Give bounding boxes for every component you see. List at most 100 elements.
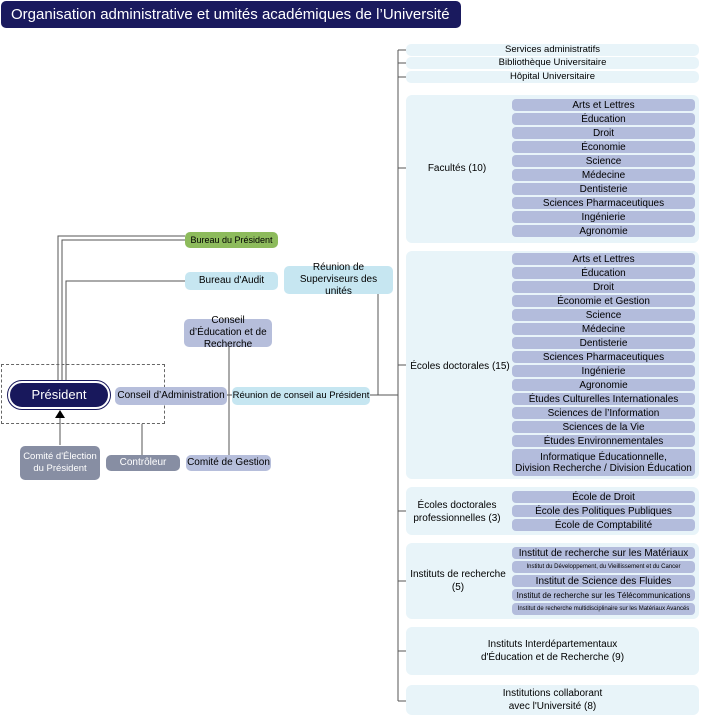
bureau-president-label: Bureau du Président: [190, 235, 273, 245]
top-unit-label: Bibliothèque Universitaire: [498, 57, 607, 68]
reunion-superviseurs-box[interactable]: Réunion de Superviseurs des unités: [284, 262, 393, 297]
interdep-label-line: Instituts Interdépartementaux: [487, 639, 618, 650]
comite-gestion-box[interactable]: Comité de Gestion: [186, 455, 271, 471]
arrow-up-icon: [55, 410, 65, 418]
ecole-doctorale-item-label: Économie et Gestion: [557, 295, 650, 307]
faculte-item[interactable]: Ingénierie: [512, 211, 695, 223]
ecole-pro-item[interactable]: École de Comptabilité: [512, 519, 695, 531]
interdep-panel[interactable]: [406, 627, 699, 675]
ecole-doctorale-item[interactable]: Ingénierie: [512, 365, 695, 377]
ecole-doctorale-item[interactable]: Sciences de la Vie: [512, 421, 695, 433]
institut-item[interactable]: Institut de recherche sur les Matériaux: [512, 547, 695, 559]
institut-item[interactable]: Institut de recherche sur les Télécommun…: [512, 589, 695, 601]
faculte-item-label: Médecine: [581, 169, 626, 181]
ecole-doctorale-item-label: Arts et Lettres: [572, 253, 635, 265]
reunion-conseil-label: Réunion de conseil au Président: [232, 390, 370, 401]
comite-gestion-label: Comité de Gestion: [187, 457, 270, 468]
conseil-education-box[interactable]: Conseil d’Éducation et de Recherche: [184, 315, 272, 350]
faculte-item[interactable]: Droit: [512, 127, 695, 139]
faculte-item-label: Sciences Pharmaceutiques: [542, 197, 665, 209]
ecole-pro-item-label: École de Droit: [572, 491, 635, 503]
ecole-doctorale-item-last[interactable]: Informatique Éducationnelle, Division Re…: [512, 449, 695, 476]
ecole-doctorale-item[interactable]: Sciences de l’Information: [512, 407, 695, 419]
faculte-item[interactable]: Sciences Pharmaceutiques: [512, 197, 695, 209]
ecole-doctorale-item[interactable]: Science: [512, 309, 695, 321]
ecole-doctorale-item-label: Science: [585, 309, 622, 321]
collab-label-line: avec l'Université (8): [508, 701, 597, 712]
faculte-item[interactable]: Arts et Lettres: [512, 99, 695, 111]
ecoles-pro-label: Écoles doctorales professionnelles (3): [406, 498, 508, 526]
ecole-doctorale-item-label: Sciences de la Vie: [562, 421, 645, 433]
ecole-doctorale-item[interactable]: Dentisterie: [512, 337, 695, 349]
ecole-doctorale-item[interactable]: Économie et Gestion: [512, 295, 695, 307]
controleur-box[interactable]: Contrôleur: [106, 455, 180, 471]
institut-item[interactable]: Institut de Science des Fluides: [512, 575, 695, 587]
bureau-audit-box[interactable]: Bureau d'Audit: [185, 272, 278, 290]
ecole-doctorale-item[interactable]: Sciences Pharmaceutiques: [512, 351, 695, 363]
page-title: Organisation administrative et umités ac…: [1, 1, 461, 28]
ecole-doctorale-item-label: Sciences Pharmaceutiques: [542, 351, 665, 363]
ecole-doctorale-item[interactable]: Droit: [512, 281, 695, 293]
ecole-doctorale-item[interactable]: Études Culturelles Internationales: [512, 393, 695, 405]
institut-item-label: Institut de recherche sur les Télécommun…: [516, 590, 691, 600]
top-unit-0[interactable]: Services administratifs: [406, 44, 699, 56]
faculte-item[interactable]: Éducation: [512, 113, 695, 125]
president-label: Président: [31, 387, 87, 402]
faculte-item-label: Économie: [581, 141, 626, 153]
institut-item[interactable]: Institut de recherche multidisciplinaire…: [512, 603, 695, 615]
ecole-doctorale-item-label: Informatique Éducationnelle,: [540, 451, 667, 463]
faculte-item[interactable]: Médecine: [512, 169, 695, 181]
bureau-audit-label: Bureau d'Audit: [198, 275, 265, 286]
ecoles-pro-label-line: Écoles doctorales: [417, 500, 497, 511]
faculte-item-label: Droit: [592, 127, 615, 139]
ecole-pro-item-label: École des Politiques Publiques: [535, 505, 672, 517]
institut-item[interactable]: Institut du Développement, du Vieillisse…: [512, 561, 695, 573]
comite-election-label: Comité d'Élection du Président: [23, 451, 97, 474]
ecole-doctorale-item-label: Éducation: [581, 267, 626, 279]
ecole-pro-item[interactable]: École de Droit: [512, 491, 695, 503]
faculte-item-label: Agronomie: [579, 225, 628, 237]
conseil-education-label: Conseil d’Éducation et de Recherche: [189, 315, 267, 350]
collab-panel[interactable]: [406, 685, 699, 715]
ecole-pro-item-label: École de Comptabilité: [554, 519, 653, 531]
faculte-item[interactable]: Économie: [512, 141, 695, 153]
facultes-label: Facultés (10): [427, 162, 487, 174]
collab-label: Institutions collaborant avec l'Universi…: [406, 687, 699, 713]
ecole-doctorale-item[interactable]: Agronomie: [512, 379, 695, 391]
ecole-doctorale-item-label: Agronomie: [579, 379, 628, 391]
faculte-item-label: Arts et Lettres: [572, 99, 635, 111]
top-unit-1[interactable]: Bibliothèque Universitaire: [406, 57, 699, 69]
reunion-conseil-box[interactable]: Réunion de conseil au Président: [232, 387, 370, 405]
faculte-item[interactable]: Agronomie: [512, 225, 695, 237]
top-unit-2[interactable]: Hôpital Universitaire: [406, 71, 699, 83]
ecole-doctorale-item[interactable]: Études Environnementales: [512, 435, 695, 447]
interdep-label-line: d'Éducation et de Recherche (9): [480, 652, 625, 663]
controleur-label: Contrôleur: [119, 457, 167, 468]
top-unit-label: Hôpital Universitaire: [509, 71, 595, 82]
instituts-label: Instituts de recherche (5): [410, 569, 506, 593]
ecole-doctorale-item-label: Dentisterie: [579, 337, 628, 349]
faculte-item[interactable]: Science: [512, 155, 695, 167]
faculte-item-label: Ingénierie: [581, 211, 626, 223]
ecole-doctorale-item-label: Division Recherche / Division Éducation: [515, 462, 692, 474]
president-box[interactable]: Président: [7, 380, 111, 410]
institut-item-label: Institut de Science des Fluides: [535, 575, 672, 587]
bureau-president-box[interactable]: Bureau du Président: [185, 232, 278, 248]
faculte-item-label: Dentisterie: [579, 183, 628, 195]
ecole-pro-item[interactable]: École des Politiques Publiques: [512, 505, 695, 517]
ecole-doctorale-item-label: Ingénierie: [581, 365, 626, 377]
conseil-administration-box[interactable]: Conseil d’Administration: [115, 387, 227, 405]
top-unit-label: Services administratifs: [504, 44, 601, 55]
ecole-doctorale-item-label: Études Environnementales: [543, 435, 664, 447]
institut-item-label: Institut du Développement, du Vieillisse…: [526, 563, 681, 570]
ecole-doctorale-item[interactable]: Médecine: [512, 323, 695, 335]
ecole-doctorale-item-label: Sciences de l’Information: [547, 407, 660, 419]
collab-label-line: Institutions collaborant: [502, 688, 603, 699]
reunion-superviseurs-label: Réunion de Superviseurs des unités: [299, 262, 378, 297]
faculte-item[interactable]: Dentisterie: [512, 183, 695, 195]
ecole-doctorale-item[interactable]: Éducation: [512, 267, 695, 279]
comite-election-box[interactable]: Comité d'Élection du Président: [20, 446, 100, 480]
ecole-doctorale-item-label: Études Culturelles Internationales: [528, 393, 679, 405]
ecole-doctorale-item[interactable]: Arts et Lettres: [512, 253, 695, 265]
